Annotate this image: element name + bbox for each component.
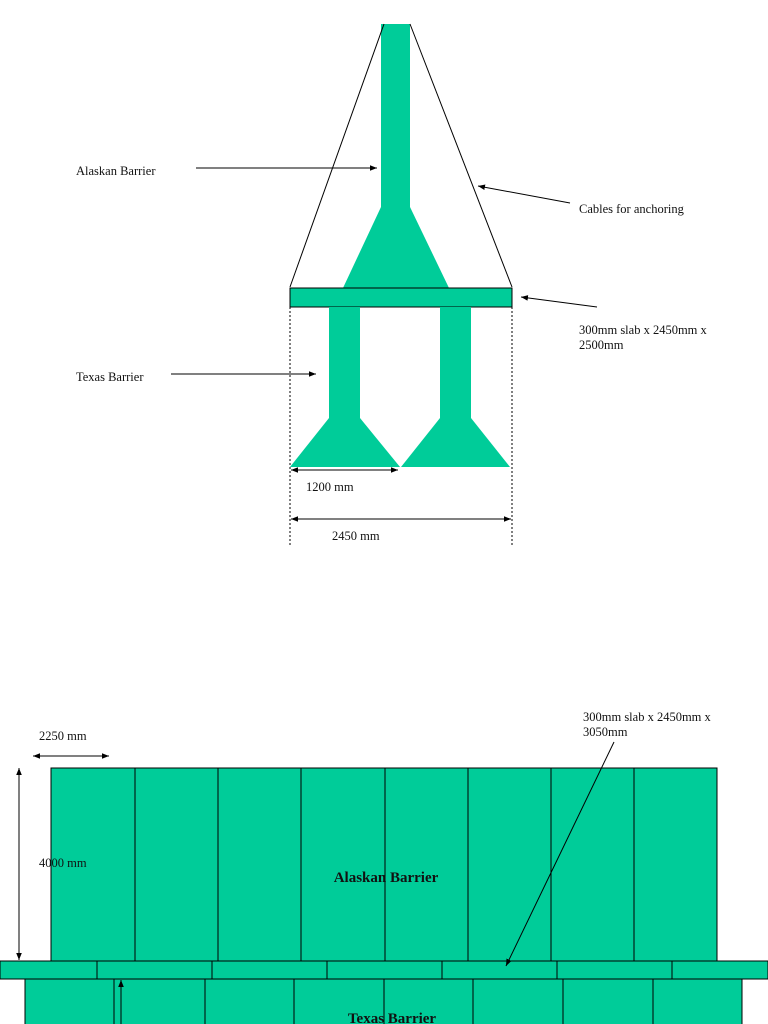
alaskan-barrier-panel [50,767,136,962]
alaskan-barrier-end-view [343,24,449,288]
texas-barrier-panels [24,978,743,1024]
slab-label-line2: 2500mm [579,338,624,352]
side-slab-label-line2: 3050mm [583,725,628,739]
texas-barrier-panel [562,978,654,1024]
anchoring-cable-left [289,23,385,288]
slab-width-dimension-label: 2450 mm [332,529,380,543]
alaskan-barrier-panel [217,767,302,962]
alaskan-barrier-panels [50,767,718,962]
alaskan-barrier-panel [633,767,718,962]
alaskan-barrier-side-label: Alaskan Barrier [334,870,439,886]
slab-label-line1: 300mm slab x 2450mm x [579,323,708,337]
texas-barrier-panel [293,978,385,1024]
texas-barrier-side-label: Texas Barrier [348,1011,437,1024]
texas-barrier-label: Texas Barrier [76,370,144,384]
texas-barrier-panel [383,978,474,1024]
alaskan-barrier-panel [467,767,552,962]
anchoring-cable-right [409,23,513,288]
alaskan-barrier-panel [550,767,635,962]
panel-width-dimension-label: 2250 mm [39,729,87,743]
alaskan-barrier-panel [300,767,386,962]
texas-barrier-panel [204,978,295,1024]
cables-leader-arrow [477,184,571,204]
slab-segment [0,960,98,980]
slab-segment [96,960,213,980]
height-dimension-label: 4000 mm [39,856,87,870]
slab-segment [326,960,443,980]
slab-segment [556,960,673,980]
texas-barrier-left-end-view [290,307,400,467]
slab-leader-arrow [520,295,598,308]
side-slab-label-line1: 300mm slab x 2450mm x [583,710,712,724]
slab-segment [211,960,328,980]
texas-width-dimension-label: 1200 mm [306,480,354,494]
side-view: 300mm slab x 2450mm x 3050mm 2250 mm 400… [0,710,768,1024]
texas-barrier-panel [652,978,743,1024]
side-slab-leader-arrow [505,741,615,967]
slab-end-view [289,287,513,308]
cables-label: Cables for anchoring [579,202,685,216]
alaskan-barrier-panel [384,767,469,962]
slab-segment [671,960,768,980]
slab-segments [0,960,768,980]
texas-barrier-panel [113,978,206,1024]
texas-barrier-right-end-view [401,307,510,467]
alaskan-barrier-label: Alaskan Barrier [76,164,156,178]
slab-segment [441,960,558,980]
texas-barrier-panel [472,978,564,1024]
end-view: Alaskan Barrier Cables for anchoring 300… [76,23,708,547]
texas-barrier-panel [24,978,115,1024]
alaskan-barrier-panel [134,767,219,962]
